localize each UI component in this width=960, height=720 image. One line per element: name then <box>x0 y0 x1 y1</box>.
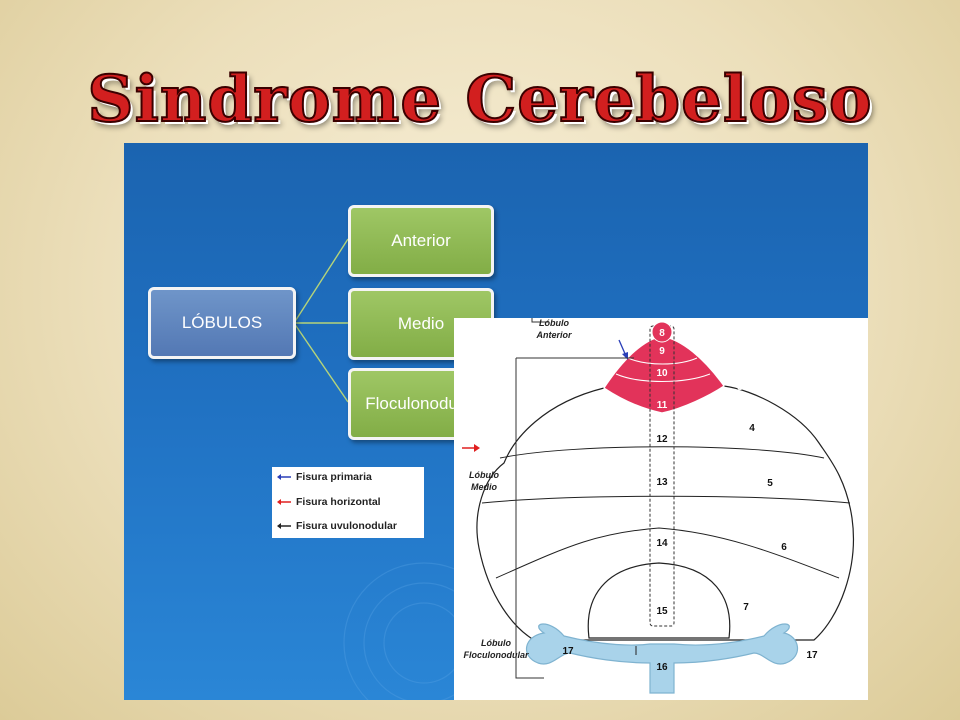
hemisphere-number: 3 <box>737 382 743 393</box>
hemisphere-number: 5 <box>767 478 773 489</box>
hemisphere-number: 2 <box>725 356 731 367</box>
anterior-label-line1: Lóbulo <box>539 318 569 328</box>
vermis-number: 13 <box>656 477 668 488</box>
tree-connectors <box>293 238 349 403</box>
legend-item-horizontal: Fisura horizontal <box>276 494 381 510</box>
vermis-number: 8 <box>659 328 665 339</box>
vermis-number: 9 <box>659 346 665 357</box>
medio-label-line1: Lóbulo <box>469 470 499 480</box>
hemisphere-number: 1 <box>716 338 722 349</box>
child-node-label: Floculonodular <box>365 394 477 413</box>
anterior-lobe-shape <box>603 335 725 414</box>
slide-title: Sindrome Cerebeloso <box>86 61 873 138</box>
flocculus-number: 17 <box>806 650 818 661</box>
floculonodular-label-line1: Lóbulo <box>481 638 511 648</box>
child-node-anterior: Anterior <box>348 205 494 277</box>
legend-item-uvulonodular: Fisura uvulonodular <box>276 518 397 534</box>
fissure-legend: Fisura primaria Fisura horizontal Fisura… <box>272 467 424 538</box>
hemisphere-number: 6 <box>781 542 787 553</box>
floculonodular-lobe-shape <box>526 623 798 694</box>
vermis-number: 15 <box>656 606 668 617</box>
pyramis-shape <box>587 562 731 639</box>
flocculus-number: 17 <box>562 646 574 657</box>
arrow-icon <box>277 474 291 480</box>
vermis-number: 11 <box>657 400 668 411</box>
vermis-number: 16 <box>656 662 668 673</box>
arrow-icon <box>277 523 291 529</box>
cerebellum-figure: Lóbulo Anterior Lóbulo Medio Lóbulo Floc… <box>454 314 868 700</box>
vermis-number: 10 <box>656 368 668 379</box>
arrow-icon <box>277 499 291 505</box>
root-node-lobulos: LÓBULOS <box>148 287 296 359</box>
medio-label-line2: Medio <box>471 482 498 492</box>
legend-label: Fisura horizontal <box>296 496 381 508</box>
anterior-label-line2: Anterior <box>535 330 572 340</box>
vermis-number: 14 <box>656 538 668 549</box>
hemisphere-number: 7 <box>743 602 749 613</box>
root-node-label: LÓBULOS <box>181 313 263 332</box>
hemisphere-number: 4 <box>749 423 755 434</box>
cerebellum-diagram: Lóbulo Anterior Lóbulo Medio Lóbulo Floc… <box>462 314 854 694</box>
legend-item-primaria: Fisura primaria <box>276 469 372 485</box>
child-node-label: Medio <box>397 314 445 333</box>
legend-label: Fisura uvulonodular <box>296 520 397 532</box>
floculonodular-label-line2: Floculonodular <box>464 650 529 660</box>
child-node-label: Anterior <box>391 231 451 250</box>
legend-label: Fisura primaria <box>296 471 372 483</box>
vermis-number: 12 <box>656 434 668 445</box>
